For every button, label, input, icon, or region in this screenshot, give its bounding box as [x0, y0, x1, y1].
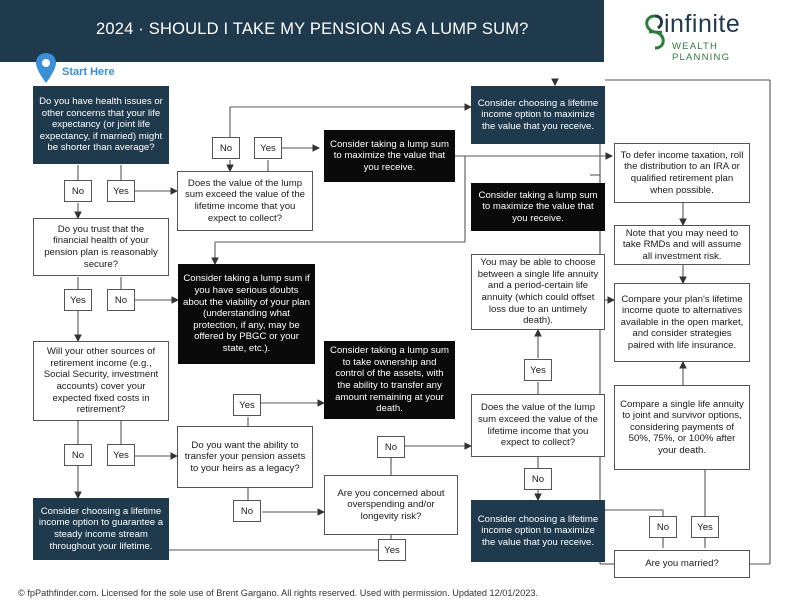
answer-yes: Yes [254, 137, 282, 159]
start-here-label: Start Here [62, 66, 115, 78]
question-transfer-to-heirs: Do you want the ability to transfer your… [177, 426, 313, 488]
answer-no: No [107, 289, 135, 311]
result-lump-sum-doubts-viability: Consider taking a lump sum if you have s… [178, 264, 315, 364]
result-defer-taxation-rollover: To defer income taxation, roll the distr… [614, 143, 750, 203]
question-trust-pension-plan: Do you trust that the financial health o… [33, 218, 169, 276]
answer-yes: Yes [691, 516, 719, 538]
answer-no: No [212, 137, 240, 159]
answer-yes: Yes [64, 289, 92, 311]
answer-yes: Yes [107, 180, 135, 202]
answer-no: No [649, 516, 677, 538]
answer-yes: Yes [524, 359, 552, 381]
answer-no: No [64, 444, 92, 466]
page-title: 2024 · SHOULD I TAKE MY PENSION AS A LUM… [96, 20, 529, 38]
answer-no: No [524, 468, 552, 490]
question-other-income-sources: Will your other sources of retirement in… [33, 341, 169, 421]
answer-yes: Yes [233, 394, 261, 416]
answer-yes: Yes [107, 444, 135, 466]
question-lump-sum-exceeds-value-2: Does the value of the lump sum exceed th… [471, 394, 605, 457]
location-pin-icon [36, 53, 56, 83]
answer-no: No [64, 180, 92, 202]
result-compare-joint-survivor: Compare a single life annuity to joint a… [614, 385, 750, 470]
logo-tagline: WEALTH PLANNING [672, 41, 731, 63]
result-lump-sum-ownership-control: Consider taking a lump sum to take owner… [324, 341, 455, 419]
result-single-vs-period-certain: You may be able to choose between a sing… [471, 254, 605, 330]
answer-yes: Yes [378, 539, 406, 561]
infinity-mark-icon [645, 14, 665, 50]
answer-no: No [233, 500, 261, 522]
header-bar: 2024 · SHOULD I TAKE MY PENSION AS A LUM… [0, 0, 604, 62]
question-lump-sum-exceeds-value: Does the value of the lump sum exceed th… [177, 171, 313, 231]
result-lifetime-income-maximize-top: Consider choosing a lifetime income opti… [471, 86, 605, 144]
result-rmds-investment-risk: Note that you may need to take RMDs and … [614, 225, 750, 265]
logo-wordmark: infinite [664, 10, 741, 38]
result-lifetime-income-maximize-bottom: Consider choosing a lifetime income opti… [471, 500, 605, 562]
result-lump-sum-maximize-value-2: Consider taking a lump sum to maximize t… [471, 183, 605, 231]
question-overspending-longevity: Are you concerned about overspending and… [324, 475, 458, 535]
question-are-you-married: Are you married? [614, 550, 750, 578]
result-lifetime-income-steady: Consider choosing a lifetime income opti… [33, 498, 169, 560]
company-logo: infinite WEALTH PLANNING [640, 10, 780, 63]
answer-no: No [377, 436, 405, 458]
footer-copyright: © fpPathfinder.com. Licensed for the sol… [18, 588, 539, 598]
question-health-concerns: Do you have health issues or other conce… [33, 86, 169, 164]
result-compare-plan-quote: Compare your plan's lifetime income quot… [614, 283, 750, 362]
result-lump-sum-maximize-value: Consider taking a lump sum to maximize t… [324, 130, 455, 182]
